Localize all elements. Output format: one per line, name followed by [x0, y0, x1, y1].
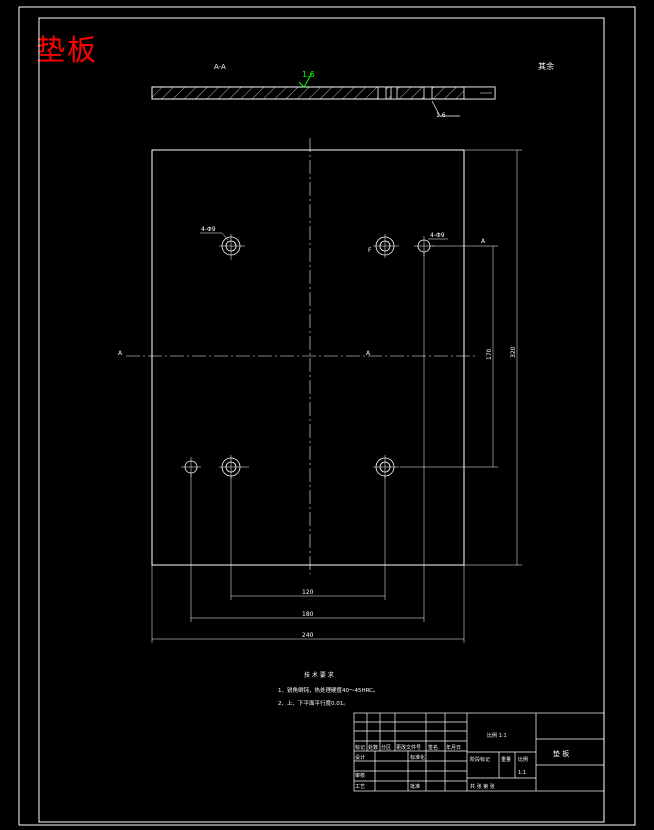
hole-top-far-right: [414, 236, 434, 256]
inner-frame: [38, 17, 605, 823]
svg-text:1.6: 1.6: [436, 112, 446, 119]
notes-title: 技 术 要 求: [304, 671, 334, 679]
tb-count: 处数: [368, 744, 378, 751]
hole-callout-left: 4-Φ9: [200, 226, 229, 241]
hole-bottom-far-left: [181, 457, 201, 477]
tb-stage: 阶段标记: [470, 756, 490, 763]
hole-bottom-right: [373, 455, 399, 479]
hole-bottom-left: [219, 455, 249, 479]
section-marker: A: [118, 350, 123, 357]
tb-date: 年月日: [446, 744, 461, 751]
hole-side-label: F: [368, 247, 372, 254]
dim-overall-width: 240: [151, 565, 465, 643]
plate-outline: [151, 149, 465, 566]
tb-standardize: 标准化: [410, 754, 425, 761]
title-block-text: 标记 处数 分区 更改文件号 签名 年月日 设计 标准化 审核 工艺 批准 阶段…: [355, 732, 528, 790]
tb-weight: 重量: [501, 756, 511, 763]
section-label: A-A: [214, 63, 226, 71]
svg-text:320: 320: [510, 346, 517, 358]
tb-scale-label: 比例 1:1: [487, 732, 507, 739]
tb-sheet: 共 张 第 张: [470, 783, 495, 790]
tb-process: 工艺: [355, 784, 365, 790]
roughness-symbol-top: 1.6: [298, 70, 315, 88]
tb-sign: 签名: [428, 744, 438, 751]
hole-callout-right: 4-Φ9: [428, 232, 448, 240]
tb-mark: 标记: [355, 744, 365, 751]
svg-text:4-Φ9: 4-Φ9: [430, 232, 445, 239]
tb-zone: 分区: [381, 744, 391, 751]
section-view: [151, 86, 496, 100]
section-marker-right: A: [481, 238, 486, 245]
hole-top-left: [219, 234, 245, 260]
svg-text:180: 180: [302, 611, 314, 618]
others-roughness-label: 其余: [538, 61, 554, 71]
dim-middle-width: 180: [190, 253, 425, 622]
title-block: [353, 712, 605, 792]
drawing-title: 垫板: [36, 33, 99, 67]
dim-hole-spacing-vertical: 170: [400, 245, 498, 468]
outer-frame: [18, 6, 636, 826]
notes-line-2: 2、上、下平面平行度0.01。: [278, 699, 349, 707]
svg-text:1.6: 1.6: [302, 70, 315, 79]
svg-text:120: 120: [302, 589, 314, 596]
tb-part-name: 垫 板: [553, 749, 569, 758]
center-marker: A: [366, 350, 371, 357]
dim-overall-height: 320: [464, 149, 522, 566]
tb-scale-value: 1:1: [518, 770, 526, 776]
svg-text:240: 240: [302, 632, 314, 639]
roughness-symbol-bottom: 1.6: [431, 100, 460, 119]
tb-review: 审核: [355, 772, 365, 779]
notes-line-1: 1、锐角倒钝，热处理硬度40～45HRC。: [278, 686, 379, 694]
tb-scale-col: 比例: [518, 756, 528, 763]
tb-designer: 设计: [355, 754, 365, 761]
svg-text:170: 170: [486, 348, 493, 360]
hole-top-right: [373, 234, 399, 258]
svg-text:4-Φ9: 4-Φ9: [201, 226, 216, 233]
dim-inner-width: 120: [230, 476, 386, 600]
tb-change-doc: 更改文件号: [396, 744, 421, 751]
tb-approve: 批准: [410, 783, 420, 790]
